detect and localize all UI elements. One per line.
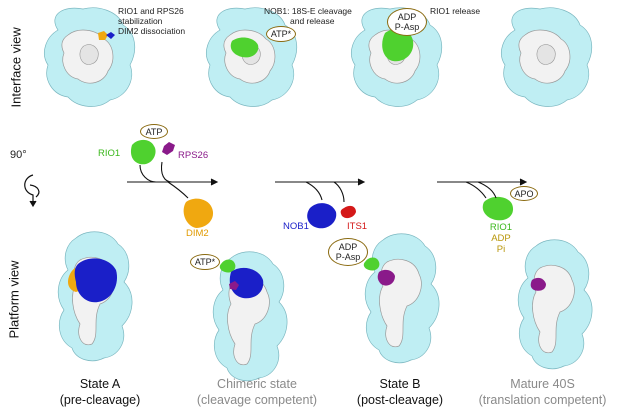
oval-atp-star-interface: ATP* bbox=[266, 26, 296, 42]
label-its1: ITS1 bbox=[347, 221, 368, 232]
oval-adp-interface-line1: ADP bbox=[397, 12, 417, 22]
state-label-a: State A (pre-cleavage) bbox=[40, 376, 160, 408]
oval-adp-platform-line1: ADP bbox=[338, 242, 358, 252]
label-rio1-released-adp: ADP bbox=[491, 233, 511, 244]
dim2-protein bbox=[183, 198, 214, 228]
label-rio1-released-name: RIO1 bbox=[489, 222, 513, 233]
row-label-platform: Platform view bbox=[6, 260, 22, 339]
label-rps26: RPS26 bbox=[178, 150, 209, 161]
rotation-arrow-icon bbox=[24, 174, 40, 208]
ribosome-chimeric-interface bbox=[206, 7, 298, 107]
oval-adp-interface-line2: P-Asp bbox=[394, 22, 420, 32]
state-a-sub: (pre-cleavage) bbox=[59, 393, 141, 407]
mature-name: Mature 40S bbox=[510, 377, 575, 391]
row-label-interface: Interface view bbox=[8, 27, 24, 108]
ribosome-mature-platform bbox=[517, 239, 593, 370]
rio1-protein-released bbox=[482, 196, 514, 221]
arrow-chimeric-to-state-b bbox=[275, 178, 366, 203]
ribosome-mature-interface bbox=[501, 7, 593, 107]
label-nob1: NOB1 bbox=[283, 221, 309, 232]
arrow-state-b-to-mature bbox=[437, 178, 528, 199]
rotation-angle-label: 90° bbox=[10, 149, 27, 161]
ribosome-state-b-interface bbox=[351, 7, 443, 107]
state-label-mature: Mature 40S (translation competent) bbox=[470, 376, 615, 408]
its1-rna bbox=[340, 205, 356, 219]
oval-atp-star-platform: ATP* bbox=[190, 254, 220, 270]
state-label-b: State B (post-cleavage) bbox=[340, 376, 460, 408]
ribosome-state-a-platform bbox=[57, 231, 133, 362]
label-rio1-released-pi: Pi bbox=[496, 244, 506, 255]
ribosome-state-b-platform bbox=[363, 233, 440, 364]
nob1-protein bbox=[307, 203, 337, 229]
ribosome-chimeric-platform bbox=[212, 251, 288, 382]
caption-step-3: RIO1 release bbox=[430, 6, 481, 16]
arrow-state-a-to-chimeric bbox=[127, 161, 219, 199]
oval-atp-free: ATP bbox=[140, 124, 168, 139]
caption-step-1-line1: RIO1 and RPS26 bbox=[118, 6, 184, 16]
caption-step-1: RIO1 and RPS26 stabilization DIM2 dissoc… bbox=[118, 6, 185, 36]
oval-adp-platform: ADP P-Asp bbox=[328, 238, 368, 266]
rio1-protein-free bbox=[130, 139, 156, 165]
state-a-name: State A bbox=[79, 377, 121, 391]
caption-step-1-line3: DIM2 dissociation bbox=[118, 26, 186, 36]
mature-sub: (translation competent) bbox=[478, 393, 607, 407]
rps26-protein bbox=[162, 142, 175, 155]
chimeric-sub: (cleavage competent) bbox=[196, 393, 318, 407]
caption-step-2-line2: and release bbox=[290, 16, 335, 26]
caption-step-2: NOB1: 18S-E cleavage and release bbox=[264, 6, 352, 26]
ribosome-state-a-interface bbox=[44, 7, 136, 107]
chimeric-name: Chimeric state bbox=[217, 377, 297, 391]
oval-adp-interface: ADP P-Asp bbox=[387, 8, 427, 36]
caption-step-1-line2: stabilization bbox=[118, 16, 163, 26]
state-label-chimeric: Chimeric state (cleavage competent) bbox=[192, 376, 322, 408]
oval-adp-platform-line2: P-Asp bbox=[335, 252, 361, 262]
label-dim2: DIM2 bbox=[186, 228, 209, 239]
oval-apo: APO bbox=[510, 186, 538, 201]
state-b-sub: (post-cleavage) bbox=[356, 393, 444, 407]
caption-step-2-line1: NOB1: 18S-E cleavage bbox=[264, 6, 352, 16]
label-rio1-released: RIO1 ADP Pi bbox=[486, 222, 516, 255]
label-rio1: RIO1 bbox=[98, 148, 121, 159]
state-b-name: State B bbox=[379, 377, 421, 391]
